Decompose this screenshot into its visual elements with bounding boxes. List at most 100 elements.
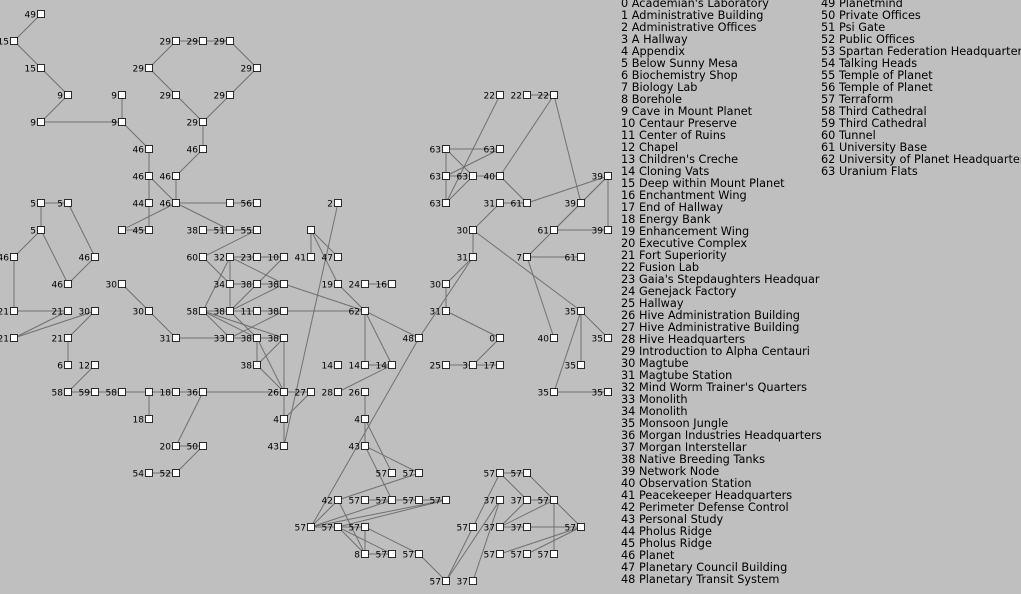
room-node[interactable]: 62 [349, 307, 369, 318]
room-node[interactable]: 10 [268, 253, 288, 264]
room-box[interactable] [442, 496, 450, 504]
room-box[interactable] [307, 388, 315, 396]
room-node[interactable]: 57 [403, 550, 423, 561]
room-node[interactable]: 17 [484, 361, 504, 372]
room-node[interactable]: 63 [430, 172, 450, 183]
room-box[interactable] [145, 388, 153, 396]
room-node[interactable]: 37 [484, 496, 504, 507]
room-box[interactable] [118, 226, 126, 234]
room-node[interactable]: 12 [79, 361, 99, 372]
room-box[interactable] [64, 307, 72, 315]
room-box[interactable] [361, 523, 369, 531]
room-box[interactable] [226, 253, 234, 261]
room-node[interactable]: 5 [57, 199, 72, 210]
room-box[interactable] [604, 334, 612, 342]
room-box[interactable] [523, 550, 531, 558]
room-box[interactable] [577, 361, 585, 369]
room-node[interactable]: 37 [457, 577, 477, 588]
room-box[interactable] [523, 253, 531, 261]
room-box[interactable] [199, 253, 207, 261]
room-node[interactable]: 9 [57, 91, 72, 102]
room-node[interactable]: 43 [268, 442, 288, 453]
room-box[interactable] [361, 442, 369, 450]
room-node[interactable] [226, 199, 234, 207]
room-box[interactable] [523, 469, 531, 477]
room-box[interactable] [388, 280, 396, 288]
room-box[interactable] [388, 550, 396, 558]
room-box[interactable] [145, 64, 153, 72]
room-node[interactable]: 4 [354, 415, 369, 426]
room-box[interactable] [442, 361, 450, 369]
room-box[interactable] [523, 91, 531, 99]
room-node[interactable]: 8 [354, 550, 369, 561]
room-node[interactable]: 42 [322, 496, 342, 507]
room-box[interactable] [469, 523, 477, 531]
room-node[interactable]: 40 [484, 172, 504, 183]
room-box[interactable] [577, 523, 585, 531]
room-node[interactable]: 15 [25, 64, 45, 75]
room-box[interactable] [550, 334, 558, 342]
room-box[interactable] [172, 334, 180, 342]
room-box[interactable] [361, 550, 369, 558]
room-box[interactable] [415, 496, 423, 504]
room-node[interactable]: 9 [111, 118, 126, 129]
room-box[interactable] [253, 253, 261, 261]
room-node[interactable]: 31 [484, 199, 504, 210]
room-node[interactable]: 58 [187, 307, 207, 318]
room-node[interactable]: 9 [30, 118, 45, 129]
room-box[interactable] [64, 388, 72, 396]
room-node[interactable]: 38 [214, 307, 234, 318]
room-box[interactable] [145, 226, 153, 234]
room-node[interactable]: 39 [565, 199, 585, 210]
room-box[interactable] [91, 307, 99, 315]
room-box[interactable] [172, 442, 180, 450]
room-box[interactable] [64, 361, 72, 369]
room-box[interactable] [496, 361, 504, 369]
room-box[interactable] [91, 388, 99, 396]
room-box[interactable] [361, 307, 369, 315]
room-box[interactable] [253, 226, 261, 234]
room-box[interactable] [37, 199, 45, 207]
room-box[interactable] [415, 469, 423, 477]
room-node[interactable]: 39 [592, 172, 612, 183]
room-node[interactable]: 46 [160, 199, 180, 210]
room-box[interactable] [361, 361, 369, 369]
room-node[interactable]: 6 [57, 361, 72, 372]
room-node[interactable]: 45 [133, 226, 153, 237]
room-box[interactable] [199, 442, 207, 450]
room-node[interactable]: 35 [565, 361, 585, 372]
room-box[interactable] [172, 172, 180, 180]
room-node[interactable]: 29 [241, 64, 261, 75]
room-box[interactable] [442, 172, 450, 180]
room-box[interactable] [10, 253, 18, 261]
room-node[interactable]: 29 [214, 91, 234, 102]
room-box[interactable] [523, 496, 531, 504]
room-node[interactable]: 37 [511, 523, 531, 534]
room-box[interactable] [253, 361, 261, 369]
room-node[interactable]: 22 [538, 91, 558, 102]
room-box[interactable] [253, 307, 261, 315]
room-box[interactable] [469, 361, 477, 369]
room-node[interactable]: 61 [538, 226, 558, 237]
room-node[interactable]: 3 [462, 361, 477, 372]
room-box[interactable] [37, 64, 45, 72]
room-node[interactable]: 46 [133, 172, 153, 183]
room-node[interactable]: 37 [511, 496, 531, 507]
room-node[interactable]: 29 [187, 37, 207, 48]
room-node[interactable]: 11 [241, 307, 261, 318]
room-node[interactable]: 5 [30, 226, 45, 237]
room-node[interactable]: 46 [133, 145, 153, 156]
room-node[interactable]: 35 [592, 388, 612, 399]
room-box[interactable] [253, 280, 261, 288]
room-node[interactable]: 57 [430, 496, 450, 507]
room-node[interactable] [307, 226, 315, 234]
room-box[interactable] [118, 91, 126, 99]
room-box[interactable] [226, 91, 234, 99]
room-node[interactable]: 55 [241, 226, 261, 237]
room-box[interactable] [361, 415, 369, 423]
room-box[interactable] [577, 253, 585, 261]
room-box[interactable] [334, 388, 342, 396]
room-box[interactable] [280, 415, 288, 423]
room-box[interactable] [280, 280, 288, 288]
room-box[interactable] [307, 226, 315, 234]
